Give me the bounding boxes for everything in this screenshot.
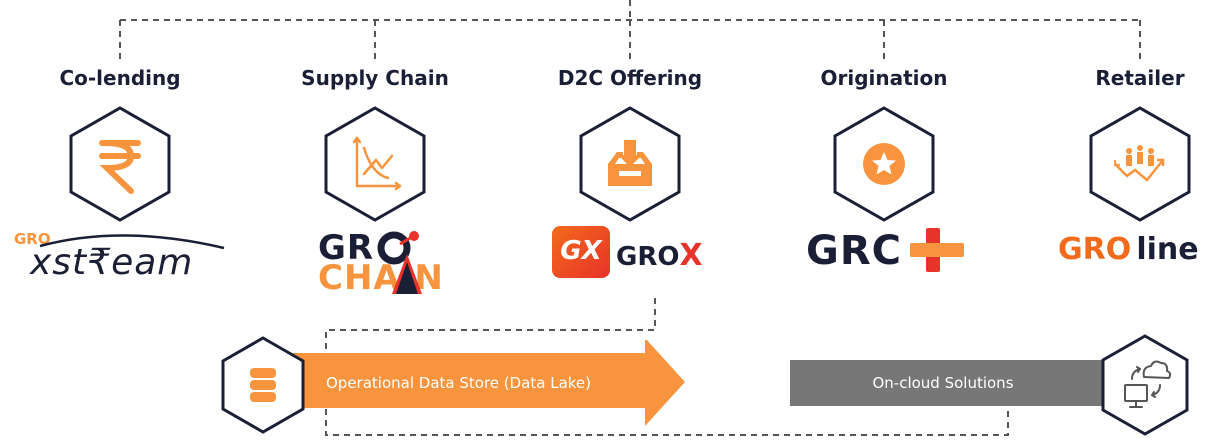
hex-co-lending xyxy=(65,104,175,224)
database-icon xyxy=(250,368,276,402)
hex-retailer xyxy=(1085,104,1195,224)
ods-band-arrow xyxy=(290,340,685,426)
logo-gro-chain: GR CHAIN xyxy=(314,228,474,298)
logo-grochain-line1: GR xyxy=(318,228,375,268)
category-title-origination: Origination xyxy=(820,66,948,90)
grox-to-bands-line xyxy=(325,298,1009,436)
logo-xstream-swoosh xyxy=(39,234,225,250)
chart-decline-icon xyxy=(352,136,402,191)
logo-groline-gro: GRO xyxy=(1058,232,1132,267)
logo-xstream-prefix: GRO xyxy=(14,230,51,248)
logo-groplus-text: GRC xyxy=(806,228,902,274)
cloud-computer-icon xyxy=(1124,360,1172,408)
logo-grox-badge xyxy=(552,226,610,278)
logo-grox-text: GROX xyxy=(616,238,703,273)
cloud-band xyxy=(790,360,1115,406)
hex-ods xyxy=(218,335,308,435)
hex-origination xyxy=(829,104,939,224)
hex-d2c-offering xyxy=(575,104,685,224)
logo-gro-xstream: GRO xst₹eam xyxy=(12,228,232,288)
people-growth-icon xyxy=(1114,145,1165,182)
logo-xstream-main: xst₹eam xyxy=(30,242,194,283)
plus-icon xyxy=(910,228,964,272)
logo-grochain-triangle xyxy=(392,254,422,294)
logo-grox-badge-text: GX xyxy=(560,236,602,266)
rupee-icon xyxy=(99,140,141,194)
logo-grochain-node-icon xyxy=(377,231,419,265)
star-badge-icon xyxy=(863,143,905,185)
logo-gro-plus: GRC xyxy=(804,226,984,282)
download-tray-icon xyxy=(608,140,652,186)
logo-grox-gro: GRO xyxy=(616,242,680,272)
category-title-co-lending: Co-lending xyxy=(59,66,181,90)
logo-grox: GX GROX xyxy=(552,226,722,282)
ods-band-label: Operational Data Store (Data Lake) xyxy=(326,374,591,392)
cloud-band-label: On-cloud Solutions xyxy=(872,374,1014,392)
logo-grox-x: X xyxy=(679,238,703,273)
category-title-supply-chain: Supply Chain xyxy=(301,66,449,90)
hex-supply-chain xyxy=(320,104,430,224)
category-title-retailer: Retailer xyxy=(1095,66,1185,90)
hex-cloud xyxy=(1098,333,1192,437)
logo-groline-line: line xyxy=(1136,232,1199,267)
logo-grochain-line2: CHAIN xyxy=(318,258,444,298)
category-title-d2c-offering: D2C Offering xyxy=(557,66,703,90)
logo-gro-line: GRO line xyxy=(1058,232,1224,276)
